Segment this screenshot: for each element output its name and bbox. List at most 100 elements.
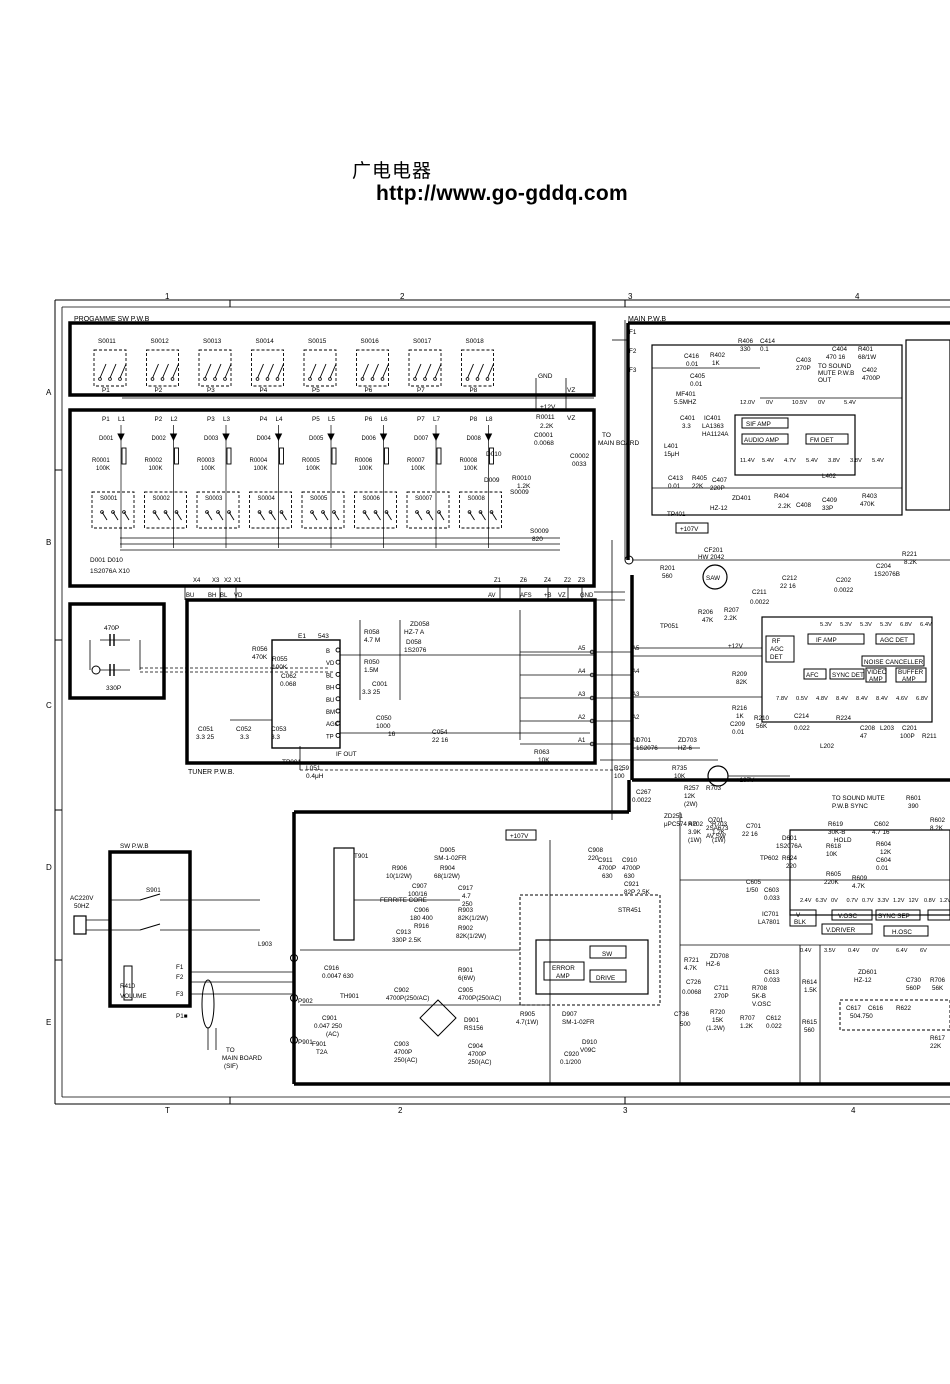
tuner-pin [335, 720, 341, 726]
connector-pin-label: X2 [224, 578, 232, 584]
connector-pin-label: Z3 [578, 578, 586, 584]
junction [589, 672, 595, 678]
r210-name: R210 [754, 715, 770, 722]
resistor-value: 100K [464, 466, 478, 472]
programme-switch-label: S0018 [466, 338, 485, 345]
switch-contact [362, 363, 369, 379]
switch-contact [101, 511, 108, 521]
tp001-label: TP001 [282, 759, 302, 766]
voltage-reading: 6.8V [916, 696, 928, 702]
to-main-board-2: MAIN BOARD [598, 440, 639, 447]
c0001-name: C0001 [534, 432, 554, 439]
band-switch [354, 491, 397, 529]
antenna-board [68, 602, 334, 700]
c414-name: C414 [760, 338, 776, 345]
connector-signal-label: GND [580, 593, 594, 599]
connector-signal-label: +B [544, 593, 552, 599]
voltage-reading: 0V [818, 400, 825, 406]
r402-value: 1K [712, 360, 721, 367]
switch-terminal [370, 377, 375, 381]
r720-power: (1.2W) [706, 1025, 725, 1032]
tuner-pin [335, 659, 341, 665]
c910-value: 4700P [622, 865, 640, 872]
programme-switch [408, 349, 442, 387]
to-main-sif-2: MAIN BOARD [222, 1055, 262, 1062]
h-osc-block: H.OSC [892, 929, 912, 936]
switch-terminal [321, 510, 325, 514]
voltage-reading: 0V [831, 898, 838, 904]
resistor-symbol [174, 447, 179, 465]
r221-name: R221 [902, 551, 918, 558]
tuner-pin-label: BL [326, 673, 334, 679]
c414-value: 0.1 [760, 346, 769, 353]
diode-label: D005 [309, 436, 324, 442]
c409-value: 33P [822, 505, 833, 512]
switch-terminal [380, 377, 385, 381]
sync-sep-block: SYNC SEP [878, 913, 910, 920]
to-main-board-1: TO [602, 432, 611, 439]
band-switch-label: S0007 [415, 496, 433, 502]
grid-row-d: D [46, 863, 52, 872]
tp401-label: TP401 [667, 511, 686, 518]
vz-label: VZ [567, 387, 575, 394]
c409-name: C409 [822, 497, 838, 504]
tuner-pin-label: BM [326, 710, 335, 716]
d901-name: D901 [464, 1017, 480, 1024]
c603-value: 0.033 [764, 895, 780, 902]
p902-label: P902 [298, 998, 313, 1005]
r703-power: (1W) [712, 837, 726, 844]
grid-col-4: 4 [855, 292, 860, 301]
c906-name: C906 [414, 907, 430, 914]
junction [589, 695, 595, 701]
c605-name: C605 [746, 879, 762, 886]
c908-name: C908 [588, 847, 604, 854]
ic401-name: IC401 [704, 415, 721, 422]
main-pin-f1: F1 [629, 329, 637, 336]
resistor-name: R0007 [407, 458, 425, 464]
c903-rating: 250(AC) [394, 1057, 417, 1064]
switch-contact [277, 363, 284, 379]
grid-row-e: E [46, 1018, 51, 1027]
programme-board [68, 321, 596, 588]
voltage-reading: 0V [872, 948, 879, 954]
c208-value: 47 [860, 733, 868, 740]
switch-terminal [437, 510, 441, 514]
switch-contact [382, 363, 389, 379]
r0011-value: 2.2K [540, 423, 554, 430]
c209-value: 0.01 [732, 729, 745, 736]
drive-block: DRIVE [596, 975, 615, 982]
resistor-value: 100K [149, 466, 163, 472]
r622-name: R622 [896, 1005, 912, 1012]
connector-bar [184, 320, 626, 820]
r257-value: 12K [684, 793, 696, 800]
programme-p-label: P6 [365, 387, 373, 394]
c616-name: C616 [868, 1005, 884, 1012]
programme-l-label: L1 [118, 416, 126, 423]
band-switch-label: S0001 [100, 496, 118, 502]
programme-p-label: P8 [470, 387, 478, 394]
c050-value: 1000 [376, 723, 391, 730]
band-switch [249, 491, 292, 529]
l202-name: L202 [820, 743, 835, 750]
connector-pin-label: Z2 [564, 578, 572, 584]
r216-value: 1K [736, 713, 745, 720]
d601-value: 1S2076A [776, 843, 803, 850]
d701-value: 1S2076 [636, 745, 658, 752]
r609-name: R609 [852, 875, 868, 882]
noise-canceller-block: NOISE CANCELLER [864, 659, 924, 666]
r702-value: 3.9K [688, 829, 702, 836]
switch-contact [414, 363, 422, 379]
audio-amp-block: AUDIO AMP [744, 437, 779, 444]
c052-name: C052 [236, 726, 252, 733]
c214-value: 0.022 [794, 725, 810, 732]
grid-col-1: 1 [165, 292, 170, 301]
r257-name: R257 [684, 785, 700, 792]
to-main-sif-3: (SIF) [224, 1063, 238, 1070]
programme-switch-label: S0012 [151, 338, 170, 345]
afc-block: AFC [806, 672, 819, 679]
switch-terminal [279, 510, 284, 514]
c001-name: C001 [372, 681, 388, 688]
c267-name: C267 [636, 789, 652, 796]
